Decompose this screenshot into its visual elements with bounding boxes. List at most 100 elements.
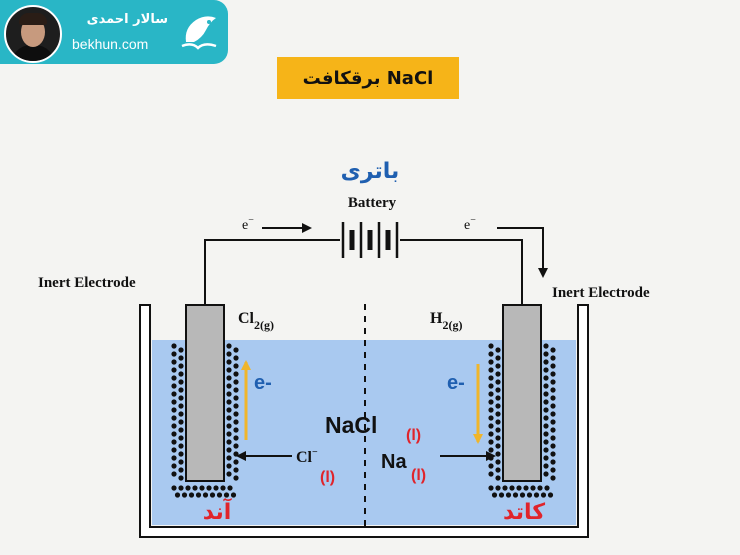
gas-bubble (171, 359, 177, 365)
gas-bubble (495, 443, 501, 449)
gas-bubble (488, 399, 494, 405)
anode-electrode (185, 304, 225, 482)
gas-bubble (233, 403, 239, 409)
gas-bubble (171, 463, 177, 469)
gas-bubble (171, 471, 177, 477)
gas-bubble (495, 371, 501, 377)
gas-bubble (233, 451, 239, 457)
gas-bubble (547, 492, 554, 498)
gas-bubble (178, 435, 184, 441)
gas-bubble (226, 367, 232, 373)
gas-bubble (488, 351, 494, 357)
gas-bubble (178, 475, 184, 481)
gas-bubble (226, 423, 232, 429)
gas-bubble (543, 407, 549, 413)
gas-bubble (178, 387, 184, 393)
gas-bubble (227, 485, 233, 491)
gas-bubble (178, 347, 184, 353)
cathode-electron-label: e- (447, 372, 465, 394)
gas-bubble (512, 492, 519, 498)
gas-bubble (543, 423, 549, 429)
gas-bubble (226, 447, 232, 453)
gas-bubble (226, 375, 232, 381)
gas-bubble (233, 387, 239, 393)
gas-bubble (226, 439, 232, 445)
gas-bubble (550, 459, 556, 465)
gas-bubble (550, 395, 556, 401)
gas-bubble (495, 427, 501, 433)
gas-bubble (171, 375, 177, 381)
gas-bubble (171, 423, 177, 429)
gas-bubbles (171, 343, 556, 498)
gas-bubble (543, 399, 549, 405)
chloride-ion-label: Cl− (296, 447, 318, 466)
gas-bubble (171, 391, 177, 397)
gas-bubble (178, 411, 184, 417)
gas-bubble (226, 383, 232, 389)
gas-bubble (550, 347, 556, 353)
gas-bubble (550, 475, 556, 481)
gas-bubble (533, 492, 540, 498)
sodium-state: (l) (411, 467, 426, 484)
gas-bubble (209, 492, 216, 498)
gas-bubble (206, 485, 212, 491)
gas-bubble (171, 407, 177, 413)
gas-bubble (226, 471, 232, 477)
gas-bubble (498, 492, 505, 498)
gas-bubble (178, 451, 184, 457)
gas-bubble (543, 359, 549, 365)
gas-bubble (488, 439, 494, 445)
gas-bubble (516, 485, 522, 491)
gas-bubble (543, 471, 549, 477)
cathode-label: کاتد (503, 500, 545, 525)
gas-bubble (502, 485, 508, 491)
gas-bubble (171, 455, 177, 461)
battery-icon (341, 222, 399, 258)
gas-bubble (171, 439, 177, 445)
gas-bubble (171, 343, 177, 349)
gas-bubble (491, 492, 498, 498)
gas-bubble (178, 427, 184, 433)
gas-bubble (230, 492, 237, 498)
wire-electron-right: e− (464, 215, 476, 233)
gas-bubble (543, 383, 549, 389)
gas-bubble (495, 411, 501, 417)
bekhun-logo-icon (181, 16, 217, 50)
wire-electron-left: e− (242, 215, 254, 233)
chlorine-gas-label: Cl2(g) (238, 310, 274, 332)
gas-bubble (488, 391, 494, 397)
gas-bubble (488, 375, 494, 381)
gas-bubble (178, 395, 184, 401)
gas-bubble (543, 375, 549, 381)
gas-bubble (488, 367, 494, 373)
gas-bubble (543, 431, 549, 437)
gas-bubble (488, 431, 494, 437)
gas-bubble (543, 343, 549, 349)
solution-formula: NaCl (325, 412, 377, 438)
gas-bubble (543, 367, 549, 373)
battery-label-fa: باتری (341, 159, 400, 184)
gas-bubble (543, 463, 549, 469)
hydrogen-gas-label: H2(g) (430, 310, 462, 332)
gas-bubble (488, 359, 494, 365)
anode-label: آند (203, 497, 232, 525)
gas-bubble (178, 363, 184, 369)
gas-bubble (550, 419, 556, 425)
gas-bubble (226, 463, 232, 469)
gas-bubble (233, 411, 239, 417)
gas-bubble (550, 355, 556, 361)
gas-bubble (530, 485, 536, 491)
gas-bubble (543, 447, 549, 453)
gas-bubble (550, 451, 556, 457)
gas-bubble (178, 379, 184, 385)
gas-bubble (233, 347, 239, 353)
gas-bubble (495, 403, 501, 409)
gas-bubble (495, 467, 501, 473)
wire-arrow-right (497, 227, 548, 278)
gas-bubble (495, 485, 501, 491)
cathode-electrode (502, 304, 542, 482)
gas-bubble (550, 467, 556, 473)
gas-bubble (171, 415, 177, 421)
gas-bubble (495, 379, 501, 385)
